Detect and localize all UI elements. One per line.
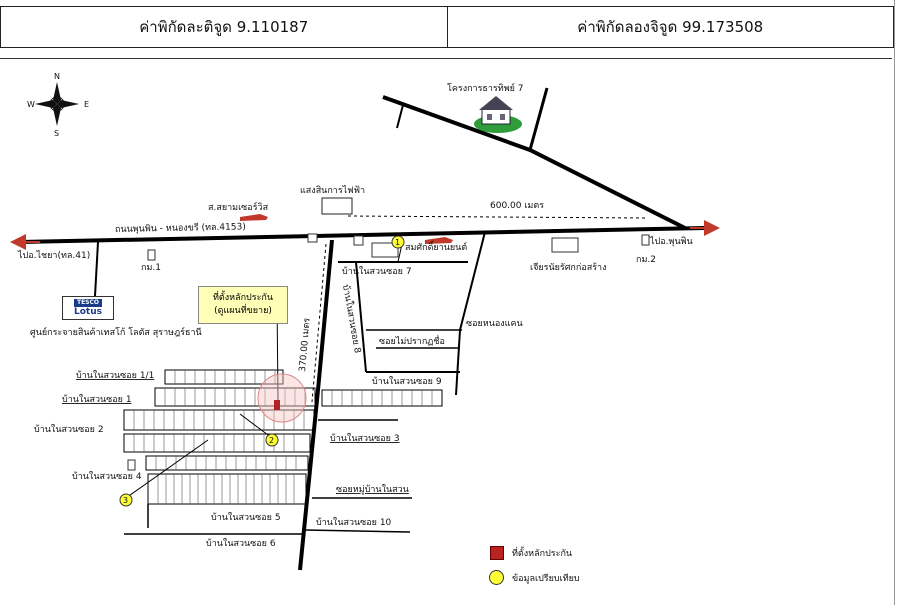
marker3-leader [125, 439, 209, 499]
label-elec-office: แสงสินการไฟฟ้า [300, 185, 365, 196]
km-marker-south [127, 459, 136, 471]
label-to-phunphin: ไปอ.พุนพิน [649, 236, 693, 247]
label-soi3: บ้านในสวนซอย 3 [330, 433, 400, 444]
south-main-road [298, 239, 334, 571]
compass-rose: N S W E [27, 72, 89, 138]
label-distance-370: 370.00 เมตร [298, 317, 313, 372]
distance-600-line [347, 215, 649, 219]
marker-3 [119, 493, 133, 507]
label-project7: โครงการธารทิพย์ 7 [447, 82, 524, 94]
coordinates-header: ค่าพิกัดละติจูด 9.110187 ค่าพิกัดลองจิจู… [0, 6, 894, 48]
label-soi5: บ้านในสวนซอย 5 [211, 512, 281, 523]
label-somsak: สมศักดิ์ยานยนต์ [405, 240, 467, 253]
distance-370-line [311, 243, 327, 403]
building-icon [321, 197, 353, 215]
village-hatching [133, 370, 433, 504]
compass-e: E [84, 100, 89, 109]
label-distance-600: 600.00 เมตร [490, 201, 544, 211]
label-soi1-1: บ้านในสวนซอย 1/1 [76, 370, 154, 381]
label-lotus-caption: ศูนย์กระจายสินค้าเทสโก้ โลตัส สุราษฎร์ธา… [30, 326, 202, 338]
label-soi6: บ้านในสวนซอย 6 [206, 538, 276, 549]
label-km1: กม.1 [141, 263, 161, 273]
label-soi-mai-prak: ซอยไม่ปรากฏชื่อ [379, 334, 445, 347]
label-siam-service: ส.สยามเซอร์วิส [208, 201, 269, 213]
label-main-road: ถนนพุนพิน - หนองขรี (ทล.4153) [115, 221, 246, 235]
marker-1-label: 1 [395, 238, 400, 247]
legend-collateral: ที่ตั้งหลักประกัน [490, 546, 572, 560]
tesco-lotus-logo: TESCO Lotus [62, 296, 114, 320]
collateral-highlight [257, 373, 307, 423]
label-km2: กม.2 [636, 255, 656, 265]
label-to-chaiya: ไปอ.ไชยา(ทล.41) [17, 250, 90, 261]
collateral-marker [274, 400, 280, 410]
main-road [19, 226, 706, 244]
label-soi-mu: ซอยหมู่บ้านในสวน [336, 484, 409, 495]
label-soi9: บ้านในสวนซอย 9 [372, 376, 442, 387]
road-to-tesco [94, 241, 99, 297]
longitude-cell: ค่าพิกัดลองจิจูด 99.173508 [577, 18, 764, 36]
label-chiangyai: เจียรนัยรัศกก่อสร้าง [530, 262, 607, 273]
building-somsak [371, 242, 399, 258]
sign-icon [307, 233, 318, 243]
compass-s: S [54, 129, 59, 138]
legend-comparison-swatch [489, 570, 504, 585]
callout-line1: ที่ตั้งหลักประกัน [212, 293, 274, 303]
label-soi-nong-khaen: ซอยหนองแคน [466, 319, 523, 329]
road-soi-nong-khaen [459, 231, 486, 331]
compass-n: N [54, 72, 60, 81]
car-icon [240, 214, 268, 221]
marker2-leader [239, 413, 273, 439]
label-soi4: บ้านในสวนซอย 4 [72, 471, 142, 482]
legend-collateral-label: ที่ตั้งหลักประกัน [512, 549, 573, 559]
legend-collateral-swatch [490, 546, 504, 560]
marker-3-label: 3 [123, 496, 128, 505]
collateral-callout: ที่ตั้งหลักประกัน (ดูแผนที่ขยาย) [198, 286, 288, 324]
house-icon [474, 96, 522, 133]
header-divider [0, 58, 892, 59]
upper-branch-road [528, 87, 549, 151]
tesco-logo-bottom: Lotus [74, 306, 102, 317]
building-chiangyai [551, 237, 579, 253]
latitude-cell: ค่าพิกัดละติจูด 9.110187 [1, 7, 448, 47]
upper-spur [396, 104, 404, 129]
car-icon-2 [425, 237, 453, 244]
sign-icon-2 [353, 235, 364, 246]
label-soi1: บ้านในสวนซอย 1 [62, 394, 132, 405]
legend-comparison: ข้อมูลเปรียบเทียบ [489, 570, 580, 585]
label-soi7: บ้านในสวนซอย 7 [342, 266, 412, 277]
label-soi10: บ้านในสวนซอย 10 [316, 517, 392, 528]
callout-line2: (ดูแผนที่ขยาย) [214, 306, 272, 316]
tesco-logo-top: TESCO [73, 298, 103, 307]
marker-2-label: 2 [269, 436, 274, 445]
km1-marker [147, 249, 156, 261]
marker-2 [265, 433, 279, 447]
compass-w: W [27, 100, 35, 109]
legend-comparison-label: ข้อมูลเปรียบเทียบ [512, 573, 580, 584]
road-soi10 [305, 529, 411, 533]
page-edge-line [894, 0, 895, 605]
km2-marker [641, 234, 650, 246]
road-soi-9-east [455, 329, 461, 396]
marker-1 [391, 235, 405, 249]
road-soi8 [355, 261, 367, 373]
label-soi2: บ้านในสวนซอย 2 [34, 424, 104, 435]
